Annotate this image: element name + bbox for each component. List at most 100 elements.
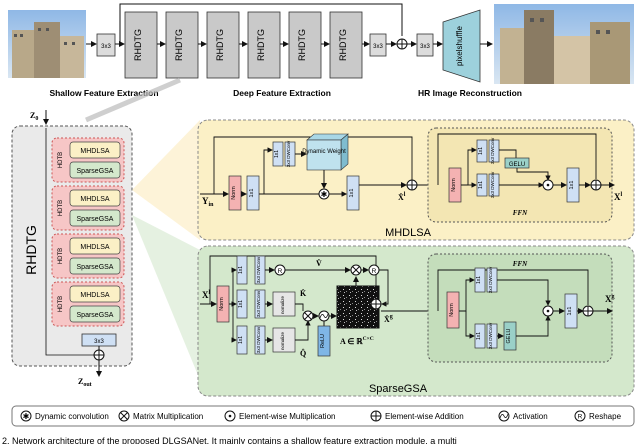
- legend-box: [11, 405, 635, 427]
- pixelshuffle-label: pixelshuffle: [455, 26, 464, 66]
- mhdlsa-unit: [69, 189, 121, 207]
- sgsa-ffn-conv1-top: [474, 267, 486, 293]
- figure-caption: 2. Network architecture of the proposed …: [2, 436, 457, 444]
- rhdtg-title: RHDTG: [23, 225, 39, 275]
- addition-symbol: [396, 38, 408, 50]
- sgsa-ffn-conv1-out-label: 1x1: [567, 307, 573, 316]
- sgsa-conv1-v-label: 1x1: [238, 266, 244, 274]
- z0-label: Z0: [30, 111, 38, 122]
- sparsegsa-unit-label: SparseGSA: [77, 312, 114, 319]
- stage-deep-label: Deep Feature Extraction: [233, 88, 331, 98]
- mhdlsa-conv1x1-b-label: 1x1: [274, 150, 280, 158]
- recon-conv: [416, 33, 434, 57]
- legend-symbol-res-icon: [574, 410, 586, 422]
- sparsegsa-unit-label: SparseGSA: [77, 264, 114, 271]
- mhdlsa-ffn-conv1-out-label: 1x1: [569, 181, 575, 190]
- sgsa-conv1-q-label: 1x1: [238, 336, 244, 344]
- mhdlsa-input-label: Yin: [202, 196, 214, 208]
- sparsegsa-unit: [69, 209, 121, 227]
- mhdlsa-unit-label: MHDLSA: [80, 292, 110, 299]
- global-skip-connection: [119, 3, 403, 44]
- mhdlsa-unit: [69, 141, 121, 159]
- stage-shallow-label: Shallow Feature Extraction: [49, 88, 158, 98]
- mhdlsa-unit: [69, 285, 121, 303]
- sgsa-v-label: V̂: [316, 258, 322, 268]
- sgsa-ffn-dw-top-label: 3x3 DWConv: [488, 266, 493, 293]
- sparsegsa-input-label: Xl: [202, 290, 211, 300]
- shallow-conv-label: 3x3: [101, 44, 111, 50]
- shallow-conv: [96, 33, 116, 57]
- sgsa-xhat-label: X̂g: [384, 314, 393, 324]
- rhdtg-addition-symbol: [93, 349, 105, 361]
- stage-recon-label: HR Image Reconstruction: [418, 88, 522, 98]
- legend-label: Reshape: [589, 412, 622, 421]
- sgsa-conv1-k: [236, 289, 248, 319]
- sgsa-ffn-addition-symbol: [582, 305, 594, 317]
- sgsa-k-label: K̂: [300, 288, 307, 298]
- lr-input-image: [8, 10, 86, 78]
- hdtb-stack: HDTBMHDLSASparseGSAHDTBMHDLSASparseGSAHD…: [51, 137, 125, 327]
- sgsa-normalize-k-label: nomalize: [280, 296, 285, 315]
- rhdtg-block-label: RHDTG: [174, 29, 184, 61]
- sgsa-matmul-kq: [302, 310, 314, 322]
- mhdlsa-ffn-mult-symbol: [542, 179, 554, 191]
- sgsa-gelu-label: GELU: [506, 328, 512, 343]
- sparsegsa-unit: [69, 305, 121, 323]
- rhdtg-block-label: RHDTG: [133, 29, 143, 61]
- mhdlsa-ffn-dw-top-label: 3x3 DWConv: [490, 137, 495, 164]
- rhdtg-block: [329, 11, 363, 79]
- sgsa-ffn-title: FFN: [513, 260, 528, 268]
- sparsegsa-title: SparseGSA: [369, 383, 428, 395]
- sparsegsa-unit: [69, 257, 121, 275]
- sgsa-activation: [318, 310, 330, 322]
- legend-label: Activation: [513, 412, 548, 421]
- mhdlsa-conv1x1-b: [272, 141, 284, 167]
- attention-matrix-label: A ∈ ℝC×C: [340, 336, 374, 346]
- mhdlsa-ffn-norm-label: Norm: [451, 178, 457, 192]
- mhdlsa-unit-label: MHDLSA: [80, 148, 110, 155]
- mhdlsa-conv1x1-c: [346, 175, 360, 211]
- sgsa-ffn-norm: [446, 291, 460, 329]
- sparsegsa-unit-label: SparseGSA: [77, 168, 114, 175]
- sgsa-dw-q-label: 3x3 DWConv: [256, 326, 261, 353]
- sparsegsa-unit: [69, 161, 121, 179]
- mhdlsa-ffn-title: FFN: [513, 209, 528, 217]
- legend-label: Element-wise Multiplication: [239, 412, 335, 421]
- sgsa-relu: [317, 325, 331, 357]
- sgsa-ffn-norm-label: Norm: [449, 303, 455, 317]
- mhdlsa-unit-label: MHDLSA: [80, 244, 110, 251]
- svg-text:✱: ✱: [23, 412, 30, 421]
- sgsa-relu-label: ReLU: [320, 334, 326, 348]
- mhdlsa-addition-symbol: [406, 179, 418, 191]
- mhdlsa-ffn-conv1-top-label: 1x1: [478, 147, 484, 155]
- hdtb-label: HDTB: [58, 296, 64, 312]
- recon-conv-label: 3x3: [420, 44, 430, 50]
- svg-text:R: R: [372, 268, 377, 275]
- sgsa-ffn-conv1-bot: [474, 323, 486, 349]
- rhdtg-block: [165, 11, 199, 79]
- mhdlsa-gelu-label: GELU: [509, 162, 525, 168]
- sgsa-conv1-v: [236, 255, 248, 285]
- sgsa-reshape-out: R: [368, 264, 380, 276]
- mhdlsa-dwconv-label: 3x3 DWConv: [286, 140, 291, 167]
- sgsa-conv1-q: [236, 325, 248, 355]
- legend-label: Element-wise Addition: [385, 412, 464, 421]
- hr-output-image: [494, 4, 634, 84]
- mhdlsa-unit-label: MHDLSA: [80, 196, 110, 203]
- hdtb-label: HDTB: [58, 248, 64, 264]
- rhdtg-block-label: RHDTG: [215, 29, 225, 61]
- sgsa-addition-symbol: [370, 298, 382, 310]
- mhdlsa-conv1x1-a-label: 1x1: [249, 189, 255, 198]
- mhdlsa-conv1x1-a: [246, 175, 260, 211]
- sparsegsa-unit-label: SparseGSA: [77, 216, 114, 223]
- mhdlsa-ffn-dw-bot-label: 3x3 DWConv: [490, 171, 495, 198]
- dynamic-weight-block: [306, 133, 349, 171]
- rhdtg-block: [124, 11, 158, 79]
- rhdtg-conv-label: 3x3: [94, 339, 104, 345]
- sgsa-ffn-mult-symbol: [542, 305, 554, 317]
- legend-symbol-dyn-icon: [20, 410, 32, 422]
- rhdtg-block: [288, 11, 322, 79]
